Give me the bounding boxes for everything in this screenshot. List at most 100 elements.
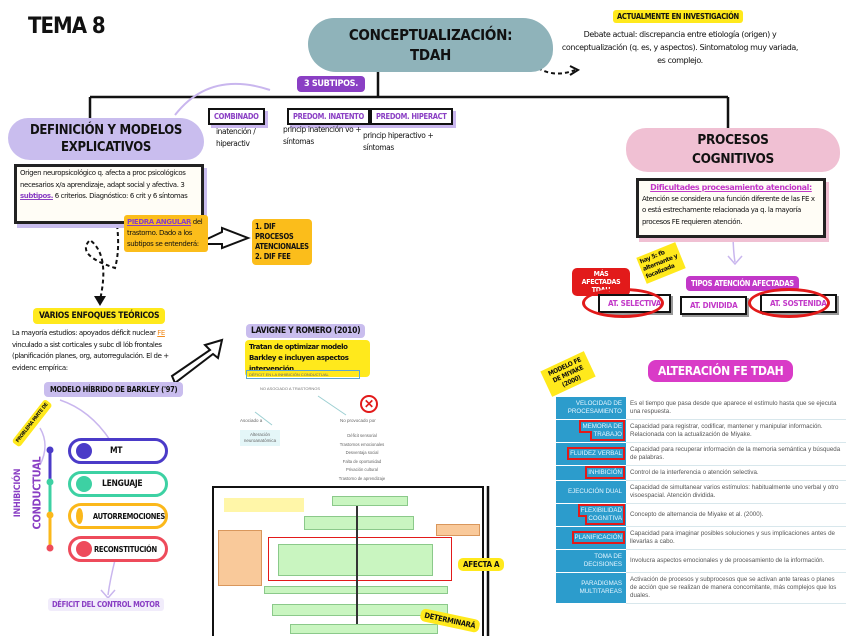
flow-box bbox=[304, 516, 414, 530]
cognitive-title-line2: COGNITIVOS bbox=[692, 151, 774, 167]
fe-row-value: Activación de procesos y subprocesos que… bbox=[626, 572, 846, 604]
fe-row-key: EJECUCIÓN DUAL bbox=[556, 480, 626, 504]
fe-row-key: TOMA DE DECISIONES bbox=[556, 549, 626, 573]
cornerstone-link[interactable]: PIEDRA ANGULAR bbox=[127, 218, 191, 226]
subtypes-link[interactable]: subtipos. bbox=[20, 192, 53, 200]
fe-row-value: Concepto de alternancia de Miyake et al.… bbox=[626, 503, 846, 527]
attention-types-tag: TIPOS ATENCIÓN AFECTADAS bbox=[686, 276, 799, 291]
pill-label: AUTORREMOCIONES bbox=[92, 511, 165, 521]
pill-label: LENGUAJE bbox=[102, 479, 143, 489]
definition-heading: DEFINICIÓN Y MODELOS EXPLICATIVOS bbox=[8, 118, 204, 160]
fe-row-key: PARADIGMAS MULTITAREAS bbox=[556, 572, 626, 604]
flow-side-note bbox=[436, 524, 480, 536]
cognitive-box-text: Atención se considera una función difere… bbox=[642, 194, 815, 226]
subtype-combinado: COMBINADO bbox=[208, 108, 265, 125]
deficits-note: 1. DIF PROCESOS ATENCIONALES 2. DIF FEE bbox=[252, 219, 312, 265]
fe-row-value: Capacidad para imaginar posibles solucio… bbox=[626, 526, 846, 550]
subtype-hiperact-desc: princip hiperactivo + síntomas bbox=[363, 131, 434, 152]
definition-title-line1: DEFINICIÓN Y MODELOS bbox=[29, 123, 183, 138]
fe-key-label: MEMORIA DE TRABAJO bbox=[579, 420, 625, 441]
not-caused-icon: ✕ bbox=[360, 395, 378, 413]
fe-link[interactable]: FE bbox=[157, 329, 165, 337]
axis-label-inhibition: INHIBICIÓN bbox=[13, 468, 23, 518]
flow-spine bbox=[356, 506, 358, 624]
selective-highlight bbox=[582, 288, 664, 318]
fe-row-value: Involucra aspectos emocionales y de proc… bbox=[626, 549, 846, 573]
theories-text-after: vinculado a sist corticales y subc dl ló… bbox=[12, 340, 169, 372]
pill-dot bbox=[76, 443, 92, 459]
pill-dot bbox=[76, 476, 92, 492]
fe-row-key: VELOCIDAD DE PROCESAMIENTO bbox=[556, 397, 626, 420]
flow-highlight bbox=[268, 537, 452, 581]
list-item: Desventaja social bbox=[345, 450, 379, 455]
sustained-highlight bbox=[748, 288, 830, 318]
fe-key-label: INHIBICIÓN bbox=[585, 466, 625, 479]
cognitive-title-line1: PROCESOS bbox=[697, 132, 769, 148]
fe-row-key: FLUIDEZ VERBAL bbox=[556, 442, 626, 466]
fe-row-value: Capacidad para recuperar información de … bbox=[626, 442, 846, 466]
list-item: Falta de oportunidad bbox=[342, 458, 382, 464]
subtypes-tag: 3 SUBTIPOS. bbox=[297, 76, 365, 92]
definition-title-line2: EXPLICATIVOS bbox=[61, 140, 151, 155]
flow-box bbox=[332, 496, 408, 506]
fe-row-key: PLANIFICACIÓN bbox=[556, 526, 626, 550]
list-item: Trastorno de aprendizaje bbox=[338, 475, 386, 481]
subtype-combinado-desc: inatención / hiperactiv bbox=[216, 127, 256, 148]
fe-key-label: VELOCIDAD DE PROCESAMIENTO bbox=[567, 400, 622, 415]
fe-key-label: TOMA DE DECISIONES bbox=[583, 553, 622, 568]
deficit-item: 2. DIF FEE bbox=[255, 252, 291, 261]
definition-box: Origen neuropsicológico q. afecta a proc… bbox=[14, 164, 204, 224]
fe-table-row: TOMA DE DECISIONES Involucra aspectos emo… bbox=[556, 549, 846, 573]
list-item: Trastornos emocionales bbox=[339, 441, 385, 447]
fe-title: ALTERACIÓN FE TDAH bbox=[648, 360, 794, 382]
deficit-item: 1. DIF PROCESOS ATENCIONALES bbox=[255, 222, 309, 251]
flow-box bbox=[278, 544, 433, 576]
lavigne-left-box: Alteración neuroanatómica bbox=[240, 430, 280, 446]
pill-mt: MT bbox=[68, 438, 168, 464]
subtype-inatento-desc: princip inatención vo + síntomas bbox=[283, 125, 362, 146]
pill-autorremociones: AUTORREMOCIONES bbox=[68, 503, 168, 529]
motor-deficit-label: DÉFICIT DEL CONTROL MOTOR bbox=[48, 598, 164, 611]
lavigne-right-list: Déficit sensorial Trastornos emocionales… bbox=[332, 432, 392, 483]
lavigne-left-label: Asociado a bbox=[240, 418, 263, 423]
attention-divided: AT. DIVIDIDA bbox=[680, 296, 748, 315]
fe-key-label: FLEXIBILIDAD COGNITIVA bbox=[577, 504, 626, 525]
cornerstone-text: del trastorno. Dado a los subtipos se en… bbox=[127, 218, 203, 248]
pill-dot bbox=[76, 541, 92, 557]
fe-table: VELOCIDAD DE PROCESAMIENTO Es el tiempo q… bbox=[556, 397, 846, 604]
cognitive-box: Dificultades procesamiento atencional: A… bbox=[636, 178, 826, 238]
affects-label: AFECTA A bbox=[458, 558, 505, 571]
fe-table-row: VELOCIDAD DE PROCESAMIENTO Es el tiempo q… bbox=[556, 397, 846, 420]
flow-side-note bbox=[218, 530, 262, 586]
lavigne-diagram-header: DÉFICIT EN LA INHIBICIÓN CONDUCTUAL bbox=[246, 370, 360, 379]
lavigne-tag: LAVIGNE Y ROMERO (2010) bbox=[246, 324, 366, 338]
list-item: Déficit sensorial bbox=[347, 433, 377, 438]
research-text: Debate actual: discrepancia entre etiolo… bbox=[561, 30, 799, 65]
fe-row-value: Es el tiempo que pasa desde que aparece … bbox=[626, 397, 846, 420]
fe-row-value: Control de la interferencia o atención s… bbox=[626, 465, 846, 481]
research-tag: ACTUALMENTE EN INVESTIGACIÓN bbox=[613, 10, 743, 23]
fe-key-label: PARADIGMAS MULTITAREAS bbox=[579, 580, 622, 595]
central-node: CONCEPTUALIZACIÓN: TDAH bbox=[308, 18, 553, 72]
theories-text-before: La mayoría estudios: apoyados déficit nu… bbox=[12, 329, 158, 337]
subtype-inatento: PREDOM. INATENTO bbox=[287, 108, 370, 125]
fe-key-label: PLANIFICACIÓN bbox=[571, 531, 626, 544]
fe-row-key: FLEXIBILIDAD COGNITIVA bbox=[556, 503, 626, 527]
flow-box bbox=[290, 624, 438, 634]
page-title: TEMA 8 bbox=[28, 14, 106, 39]
fe-row-value: Capacidad de simultanear varios estímulo… bbox=[626, 480, 846, 504]
barkley-model-tag: MODELO HÍBRIDO DE BARKLEY ('97) bbox=[44, 382, 184, 397]
cognitive-heading: PROCESOS COGNITIVOS bbox=[626, 128, 840, 172]
pill-label: MT bbox=[110, 446, 123, 456]
fe-key-label: FLUIDEZ VERBAL bbox=[567, 447, 625, 460]
fe-row-key: MEMORIA DE TRABAJO bbox=[556, 419, 626, 443]
definition-text-after: 6 criterios. Diagnóstico: 6 crit y 6 sín… bbox=[52, 192, 188, 200]
cognitive-box-heading: Dificultades procesamiento atencional: bbox=[650, 183, 812, 192]
